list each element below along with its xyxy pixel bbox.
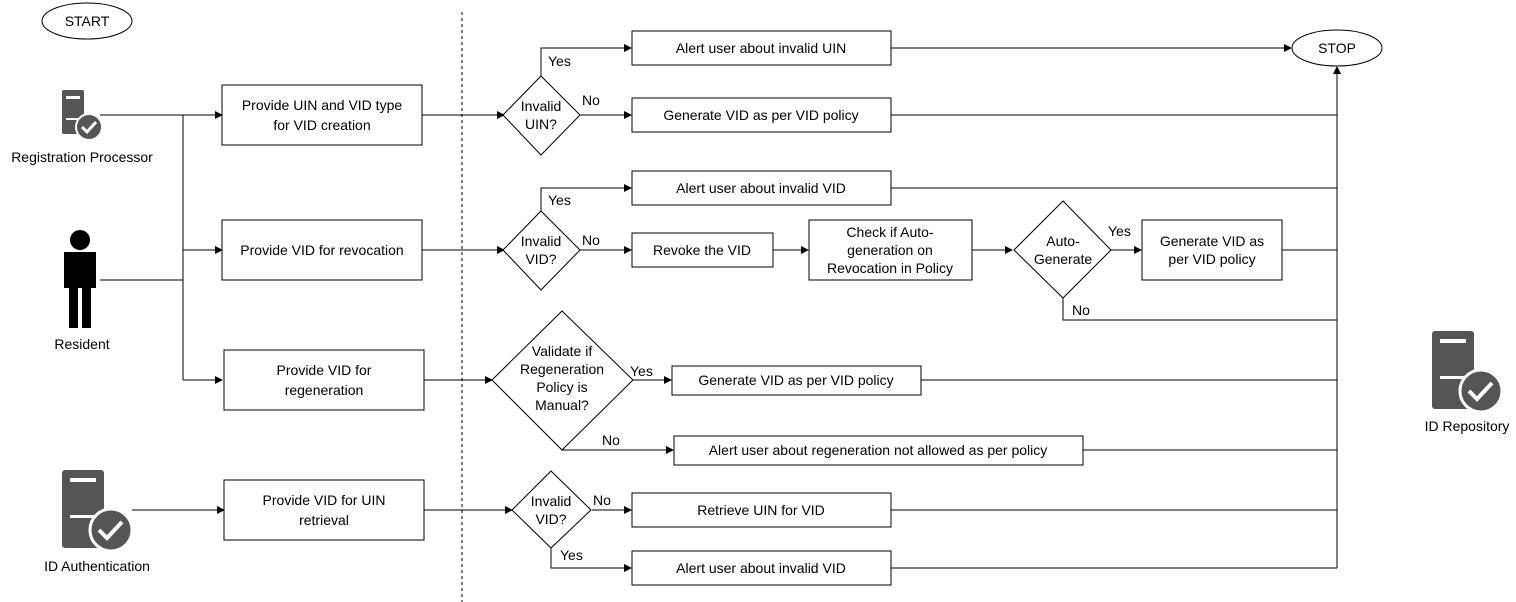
- svg-text:Provide UIN and VID type: Provide UIN and VID type: [242, 97, 403, 113]
- svg-text:Generate: Generate: [1034, 251, 1093, 267]
- id-authentication-label: ID Authentication: [44, 558, 150, 574]
- svg-text:Generate VID as per VID policy: Generate VID as per VID policy: [663, 107, 858, 123]
- svg-text:Generate VID as per VID policy: Generate VID as per VID policy: [698, 372, 893, 388]
- decision-invalid-vid-revoke: Invalid VID?: [502, 210, 581, 291]
- svg-text:Manual?: Manual?: [535, 397, 589, 413]
- edge-label-yes: Yes: [1108, 223, 1131, 239]
- edge-label-no: No: [582, 232, 600, 248]
- svg-text:Alert user about invalid VID: Alert user about invalid VID: [676, 560, 846, 576]
- edge-label-yes: Yes: [560, 547, 583, 563]
- svg-text:Auto-: Auto-: [1046, 233, 1080, 249]
- connector-lines: [100, 44, 1341, 572]
- svg-text:Invalid: Invalid: [521, 98, 561, 114]
- svg-text:Provide VID for revocation: Provide VID for revocation: [240, 242, 403, 258]
- svg-text:Alert user about invalid UIN: Alert user about invalid UIN: [676, 40, 846, 56]
- decision-regeneration-manual: Validate if Regeneration Policy is Manua…: [491, 310, 634, 451]
- request-box-uin-retrieval: Provide VID for UIN retrieval: [223, 479, 425, 541]
- edge-label-yes: Yes: [548, 53, 571, 69]
- request-box-vid-regeneration: Provide VID for regeneration: [223, 349, 425, 411]
- action-check-auto-generation: Check if Auto- generation on Revocation …: [808, 219, 973, 281]
- id-repository-label: ID Repository: [1425, 418, 1510, 434]
- action-retrieve-uin: Retrieve UIN for VID: [631, 492, 892, 528]
- svg-text:Policy is: Policy is: [536, 379, 587, 395]
- svg-text:generation on: generation on: [847, 242, 933, 258]
- stop-terminal: STOP: [1291, 29, 1383, 67]
- svg-text:Validate if: Validate if: [532, 343, 593, 359]
- edge-label-no: No: [582, 92, 600, 108]
- action-revoke-vid: Revoke the VID: [631, 232, 774, 268]
- request-box-vid-revocation: Provide VID for revocation: [221, 219, 423, 281]
- request-box-uin-vid-creation: Provide UIN and VID type for VID creatio…: [221, 84, 423, 146]
- svg-text:Regeneration: Regeneration: [520, 361, 604, 377]
- svg-text:Retrieve UIN for VID: Retrieve UIN for VID: [697, 502, 825, 518]
- svg-text:Provide VID for: Provide VID for: [277, 362, 372, 378]
- svg-text:UIN?: UIN?: [525, 116, 557, 132]
- svg-text:VID?: VID?: [525, 251, 556, 267]
- svg-text:Invalid: Invalid: [521, 233, 561, 249]
- decision-auto-generate: Auto- Generate: [1013, 200, 1112, 299]
- action-alert-regeneration: Alert user about regeneration not allowe…: [673, 435, 1084, 466]
- edge-label-no: No: [602, 432, 620, 448]
- svg-text:Check if Auto-: Check if Auto-: [846, 224, 933, 240]
- action-alert-invalid-vid-2: Alert user about invalid VID: [631, 550, 892, 586]
- decision-invalid-uin: Invalid UIN?: [502, 75, 581, 156]
- svg-text:Invalid: Invalid: [531, 493, 571, 509]
- action-generate-vid-2: Generate VID as per VID policy: [1141, 219, 1283, 281]
- registration-processor-label: Registration Processor: [11, 149, 153, 165]
- svg-text:retrieval: retrieval: [299, 512, 349, 528]
- edge-label-yes: Yes: [548, 192, 571, 208]
- svg-text:Provide VID for UIN: Provide VID for UIN: [263, 492, 386, 508]
- svg-text:Revoke the VID: Revoke the VID: [653, 242, 751, 258]
- edge-labels: Yes No Yes No Yes No Yes No No Yes: [548, 53, 1131, 563]
- svg-text:STOP: STOP: [1318, 40, 1356, 56]
- decision-invalid-vid-retrieve: Invalid VID?: [511, 470, 592, 549]
- edge-label-yes: Yes: [630, 363, 653, 379]
- action-alert-invalid-vid-1: Alert user about invalid VID: [631, 170, 892, 206]
- svg-text:Alert user about invalid VID: Alert user about invalid VID: [676, 180, 846, 196]
- action-generate-vid-1: Generate VID as per VID policy: [631, 97, 892, 133]
- server-check-icon: [62, 470, 134, 553]
- action-generate-vid-3: Generate VID as per VID policy: [671, 365, 922, 396]
- server-check-icon: [1432, 331, 1504, 414]
- svg-text:regeneration: regeneration: [285, 382, 364, 398]
- svg-text:per VID policy: per VID policy: [1168, 251, 1255, 267]
- person-icon: [64, 230, 96, 328]
- edge-label-no: No: [593, 492, 611, 508]
- svg-text:Revocation in Policy: Revocation in Policy: [827, 260, 953, 276]
- svg-text:for VID creation: for VID creation: [273, 117, 370, 133]
- server-check-icon: [62, 90, 103, 141]
- action-alert-invalid-uin: Alert user about invalid UIN: [631, 30, 892, 66]
- svg-text:VID?: VID?: [535, 511, 566, 527]
- edge-label-no: No: [1072, 302, 1090, 318]
- start-terminal: START: [41, 2, 133, 40]
- svg-text:Alert user about regeneration: Alert user about regeneration not allowe…: [709, 442, 1048, 458]
- svg-text:START: START: [65, 13, 110, 29]
- resident-label: Resident: [54, 336, 109, 352]
- svg-text:Generate VID as: Generate VID as: [1160, 233, 1264, 249]
